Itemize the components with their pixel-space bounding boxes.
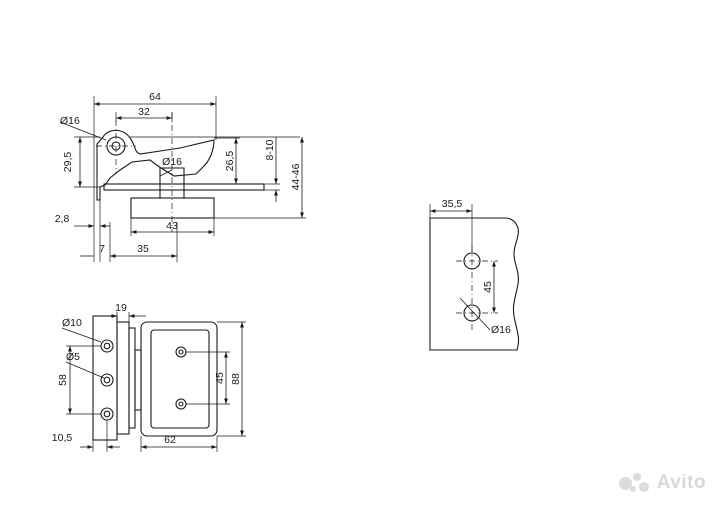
dim-screw-head-diameter: Ø10 (62, 317, 82, 329)
dim-bolt-spacing: 45 (214, 372, 226, 384)
dim-glass-gap: 8-10 (264, 139, 276, 160)
avito-watermark: Avito (618, 472, 706, 494)
front-view (61, 312, 246, 452)
dim-hole-diameter: Ø16 (491, 324, 511, 336)
dim-base-width: 35 (137, 243, 149, 255)
glass-pad (150, 329, 210, 429)
dim-bolt-diameter: Ø16 (162, 156, 182, 168)
dim-pivot-offset: 32 (138, 106, 150, 118)
dim-clamp-length: 43 (166, 220, 178, 232)
dim-overall-width: 64 (149, 91, 161, 103)
glass-detail (429, 204, 520, 351)
dim-hole-spacing: 45 (482, 281, 494, 293)
dim-pivot-height: 29,5 (62, 152, 74, 173)
dim-clamp-range: 44-46 (290, 163, 302, 190)
side-view-labels: 64 32 Ø16 Ø16 29,5 26,5 8-10 44-46 2,8 4… (55, 91, 302, 255)
dim-knuckle-width: 19 (115, 302, 127, 314)
dim-edge-distance: 35,5 (442, 198, 463, 210)
front-view-labels: 19 Ø10 Ø5 58 45 88 10,5 62 (52, 302, 242, 446)
hinge-arm-outline (96, 129, 215, 201)
dim-plate-offset: 10,5 (52, 432, 73, 444)
dim-clamp-depth: 26,5 (224, 151, 236, 172)
watermark-text: Avito (656, 472, 706, 493)
clamp-bolt (159, 167, 185, 199)
dim-screw-hole-diameter: Ø5 (66, 351, 80, 363)
lower-clamp-plate (130, 197, 215, 219)
dim-screw-spacing: 58 (57, 374, 69, 386)
glass-clamp-plate (140, 321, 218, 437)
knuckle (116, 321, 130, 435)
dim-pin-diameter: Ø16 (60, 115, 80, 127)
clamp-bolts (175, 346, 187, 410)
avito-logo-icon (618, 473, 653, 493)
dim-overall-height: 88 (230, 373, 242, 385)
screw-holes (100, 339, 114, 421)
dim-pad-width: 62 (164, 434, 176, 446)
side-view (59, 96, 306, 262)
glass-detail-labels: 35,5 45 Ø16 (442, 198, 511, 336)
dim-plate-offset: 2,8 (55, 213, 70, 225)
dim-base-offset: 7 (99, 243, 105, 255)
glass-panel-outline (429, 217, 520, 351)
